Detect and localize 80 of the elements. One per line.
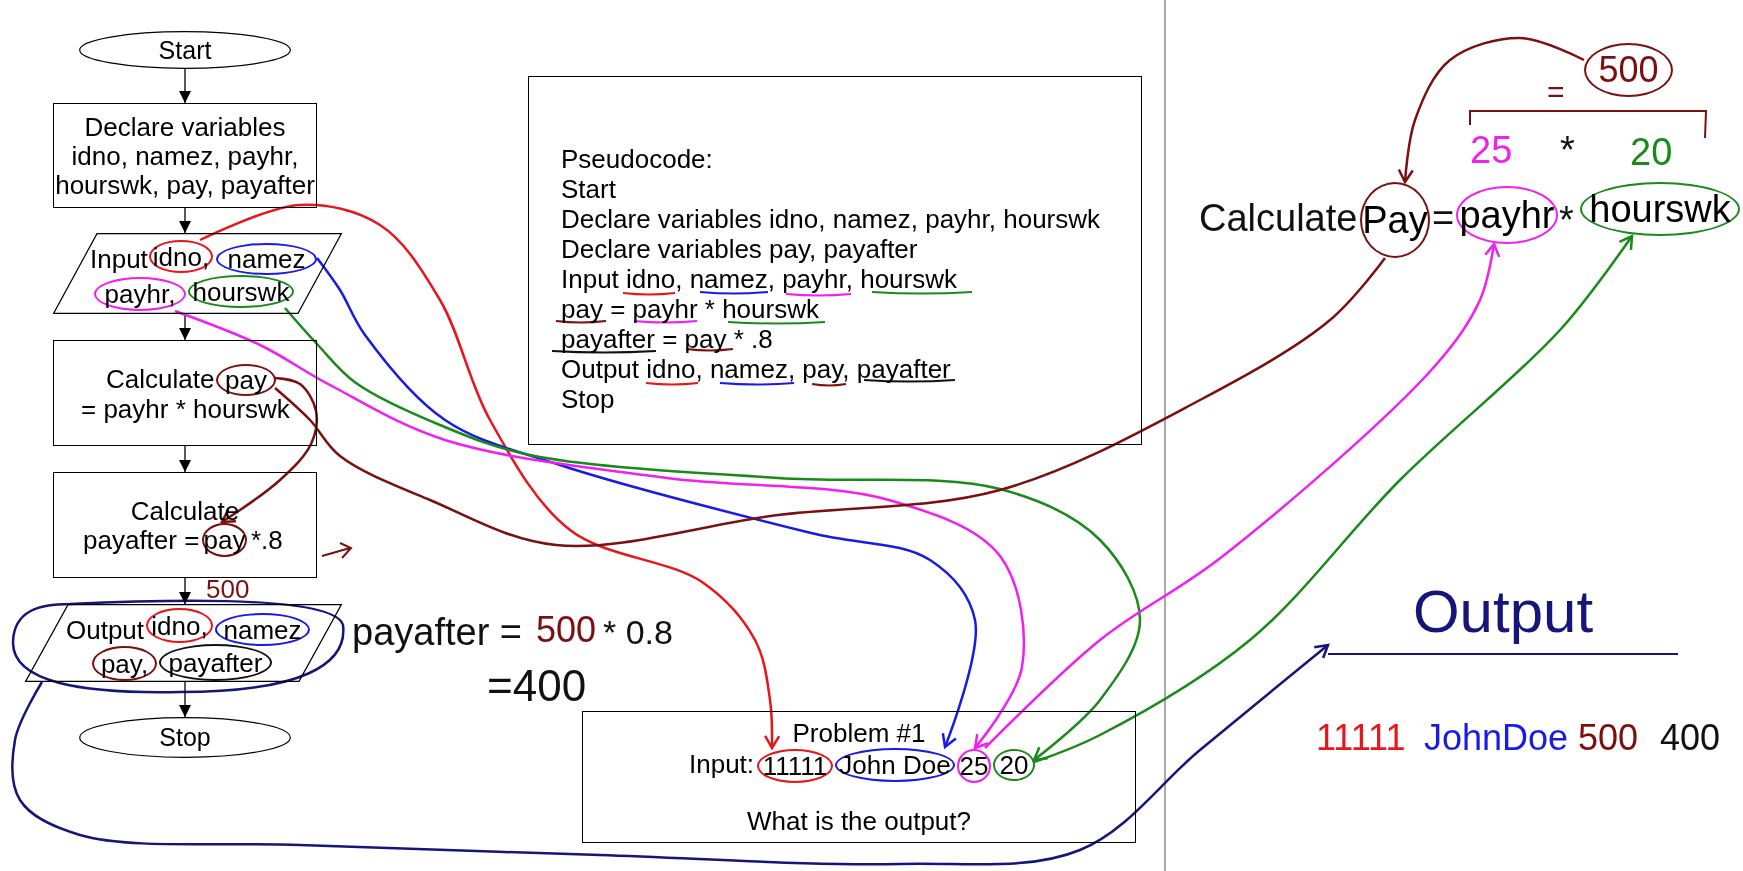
node-text: Calculate	[130, 498, 240, 524]
terminal-ellipse	[79, 717, 291, 758]
circled-word: payhr	[1456, 186, 1558, 244]
code-line: Input idno, namez, payhr, hourswk	[561, 266, 957, 292]
circled-word: 11111	[757, 749, 833, 783]
circled-word: 20	[993, 749, 1035, 781]
terminal-ellipse	[79, 31, 291, 69]
heading-text: Output	[1412, 582, 1594, 642]
circled-word: 25	[957, 749, 991, 783]
hand-drawn-arrow	[174, 309, 1025, 750]
flow-arrow	[179, 313, 191, 341]
handwritten-note: 500	[206, 576, 250, 602]
pseudocode-box	[528, 76, 1142, 445]
circled-word: pay,	[92, 646, 157, 681]
node-text: = payhr * hourswk	[81, 396, 290, 422]
handwritten-note: *	[1560, 131, 1575, 169]
circled-word: payhr,	[94, 277, 186, 311]
handwritten-note: =	[1432, 199, 1455, 237]
code-line: Start	[561, 176, 616, 202]
code-line: pay = payhr * hourswk	[561, 296, 819, 322]
node-text: What is the output?	[747, 808, 971, 834]
code-line: Declare variables pay, payafter	[561, 236, 918, 262]
handwritten-note: =400	[487, 664, 587, 708]
process-box	[53, 340, 317, 446]
handwritten-note: 20	[1630, 133, 1673, 171]
circled-word: John Doe	[835, 748, 955, 782]
handwritten-note: =	[1547, 77, 1565, 107]
circled-word: 500	[1584, 43, 1673, 97]
flow-arrow	[179, 68, 191, 104]
hand-drawn-arrow	[220, 376, 318, 524]
circled-word: Pay	[1360, 182, 1430, 258]
node-text: *.8	[251, 527, 283, 553]
circled-word: namez	[215, 613, 310, 646]
node-text: payafter =	[83, 527, 200, 553]
handwritten-note: JohnDoe	[1424, 720, 1569, 756]
code-line: Declare variables idno, namez, payhr, hourswk	[561, 206, 1101, 232]
handwritten-note: *	[1559, 201, 1574, 239]
handwritten-note: 500	[536, 612, 597, 648]
hand-drawn-arrow	[11, 643, 1330, 866]
circled-word: namez	[216, 243, 317, 275]
code-line: Output idno, namez, pay, payafter	[561, 356, 951, 382]
node-text: Declare variables idno, namez, payhr, hourswk, pay, payafter	[54, 112, 316, 200]
hand-drawn-arrow	[284, 307, 1142, 762]
handwritten-note: 25	[1470, 131, 1513, 169]
process-box	[53, 472, 317, 578]
node-text: Calculate	[106, 366, 215, 392]
process-box	[53, 103, 317, 208]
code-line: Pseudocode:	[561, 146, 713, 172]
flow-arrow	[179, 207, 191, 234]
node-text: Problem #1	[792, 720, 926, 746]
code-line: Stop	[561, 386, 615, 412]
hand-drawn-arrow	[1033, 234, 1634, 764]
handwritten-note: 400	[1660, 720, 1721, 756]
handwritten-note: 11111	[1316, 720, 1406, 756]
handwritten-note: 500	[1578, 720, 1639, 756]
circled-word: hourswk	[188, 275, 294, 308]
node-text: Start	[158, 37, 212, 63]
flow-arrow	[179, 681, 191, 718]
circled-word: payafter	[159, 644, 272, 681]
code-line: payafter = pay * .8	[561, 326, 773, 352]
circled-word: idno,	[146, 608, 213, 643]
node-text: Output	[66, 617, 145, 643]
io-parallelogram	[53, 233, 342, 314]
handwritten-note: * 0.8	[603, 615, 673, 649]
handwritten-note: Calculate	[1199, 199, 1358, 237]
hand-drawn-arrow	[1397, 36, 1585, 184]
handwritten-note: payafter =	[352, 613, 523, 651]
io-parallelogram	[25, 604, 342, 682]
hand-drawn-line	[274, 257, 1386, 548]
node-text: Input:	[689, 751, 755, 777]
flow-arrow	[179, 445, 191, 473]
circled-word: pay	[216, 364, 276, 396]
flow-arrow	[179, 577, 191, 605]
node-text: Stop	[159, 724, 211, 750]
circled-word: idno,	[149, 240, 213, 273]
node-text: Input	[90, 246, 148, 272]
hand-drawn-arrow	[984, 242, 1501, 749]
circled-word: hourswk	[1580, 182, 1740, 236]
problem-box	[582, 711, 1136, 843]
hand-drawn-arrow	[199, 203, 781, 750]
